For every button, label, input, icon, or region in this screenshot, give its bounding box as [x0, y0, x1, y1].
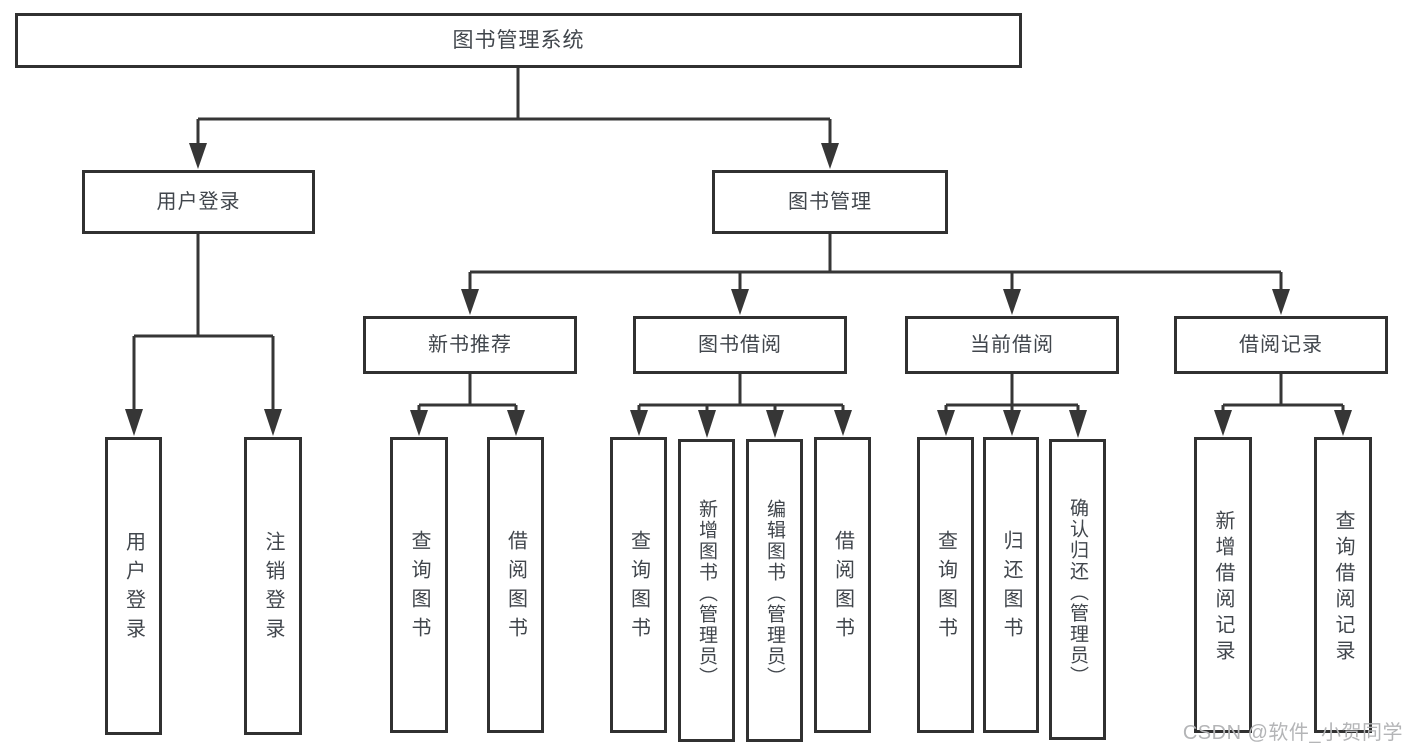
- leaf-borrow-books-1: 借阅图书: [487, 437, 544, 733]
- leaf-query-books-2: 查询图书: [610, 437, 667, 733]
- leaf-query-books-3: 查询图书: [917, 437, 974, 733]
- watermark: CSDN @软件_小贺同学: [1182, 722, 1403, 744]
- leaf-return-books: 归还图书: [983, 437, 1039, 733]
- node-new-book-recommend: 新书推荐: [363, 316, 577, 374]
- node-current-borrow: 当前借阅: [905, 316, 1119, 374]
- leaf-logout: 注销登录: [244, 437, 302, 735]
- leaf-add-borrow-record: 新增借阅记录: [1194, 437, 1252, 733]
- leaf-edit-book-admin: 编辑图书（管理员）: [746, 439, 803, 742]
- node-book-management: 图书管理: [712, 170, 948, 234]
- leaf-confirm-return-admin: 确认归还（管理员）: [1049, 439, 1106, 740]
- node-user-login: 用户登录: [82, 170, 315, 234]
- node-borrow-records: 借阅记录: [1174, 316, 1388, 374]
- node-book-borrow: 图书借阅: [633, 316, 847, 374]
- leaf-add-book-admin: 新增图书（管理员）: [678, 439, 735, 742]
- leaf-borrow-books-2: 借阅图书: [814, 437, 871, 733]
- node-root: 图书管理系统: [15, 13, 1022, 68]
- leaf-user-login: 用户登录: [105, 437, 162, 735]
- leaf-query-borrow-record: 查询借阅记录: [1314, 437, 1372, 733]
- leaf-query-books-1: 查询图书: [390, 437, 448, 733]
